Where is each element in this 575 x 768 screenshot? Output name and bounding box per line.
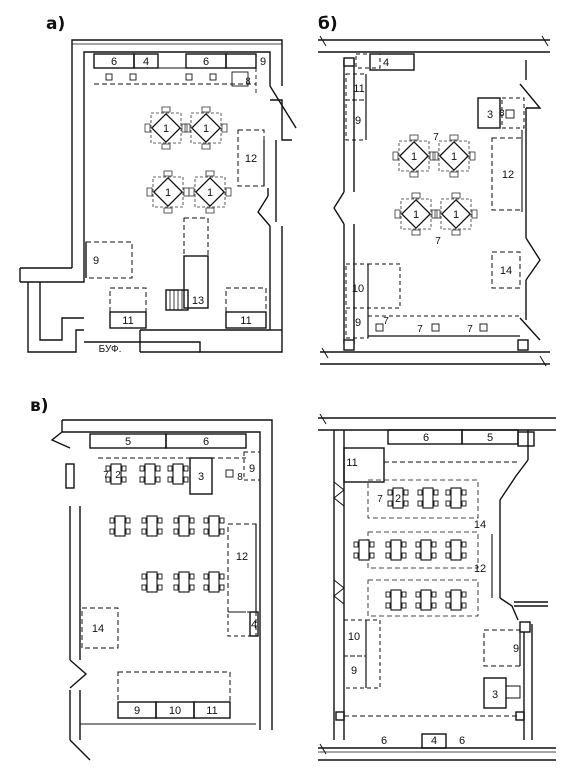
plan-a-num: 1 xyxy=(165,187,171,199)
plan-b-num: 7 xyxy=(467,324,473,335)
plan-b-num: 7 xyxy=(417,324,423,335)
plan-v-num: 10 xyxy=(169,705,181,717)
plan-b-num: 8 xyxy=(499,108,504,118)
plan-v-num: 4 xyxy=(251,619,257,631)
plan-b-num: 7 xyxy=(383,316,389,327)
plan-b-num: 9 xyxy=(355,115,361,127)
plan-b-num: 1 xyxy=(413,209,419,221)
plan-g-num: 12 xyxy=(474,563,486,575)
plan-g-tables xyxy=(353,487,467,611)
plan-a-num: 8 xyxy=(245,76,250,86)
plan-b-num: 9 xyxy=(355,317,361,329)
plan-a-num: 9 xyxy=(260,56,266,68)
plan-g-num: 9 xyxy=(513,643,519,655)
plan-v-num: 7 xyxy=(103,470,109,481)
plan-a-num: 9 xyxy=(93,255,99,267)
plan-v-num: 11 xyxy=(206,705,217,717)
plan-g-num: 9 xyxy=(351,665,357,677)
plan-g-num: 7 xyxy=(377,494,383,505)
plan-v-num: 8 xyxy=(237,472,243,483)
plan-v-num: 9 xyxy=(134,705,140,717)
plan-g-num: 2 xyxy=(395,493,401,505)
plan-b-num: 1 xyxy=(453,209,459,221)
plan-a-num: 12 xyxy=(245,153,257,165)
plan-b-num: 1 xyxy=(411,151,417,163)
plan-v-tables xyxy=(105,463,225,593)
plan-v-num: 6 xyxy=(203,436,209,448)
plan-a-num: 1 xyxy=(203,123,209,135)
plan-g-num: 4 xyxy=(431,735,437,747)
plan-g-num: 14 xyxy=(474,519,486,531)
plan-a-num: 13 xyxy=(192,295,204,307)
plan-v-num: 12 xyxy=(236,551,248,563)
plan-v xyxy=(50,419,273,761)
plan-b-num: 7 xyxy=(433,132,439,143)
plan-b-num: 4 xyxy=(383,57,389,69)
plan-a-num: 11 xyxy=(122,315,133,327)
plan-a-num: 11 xyxy=(240,315,251,327)
plan-g-num: 5 xyxy=(487,432,493,444)
plan-b-num: 1 xyxy=(451,151,457,163)
plan-b-num: 14 xyxy=(500,265,512,277)
plan-a-num: 6 xyxy=(111,56,117,68)
panel-label-v: в) xyxy=(30,396,49,416)
plan-v-num: 9 xyxy=(249,463,255,475)
plan-v-num: 14 xyxy=(92,623,104,635)
plan-g xyxy=(318,413,556,761)
plan-g-num: 6 xyxy=(423,432,429,444)
plan-v-num: 5 xyxy=(125,436,131,448)
plan-a-num: 4 xyxy=(143,56,149,68)
plan-b-num: 7 xyxy=(435,236,441,247)
plan-b-num: 3 xyxy=(487,109,493,121)
plan-a-num: 1 xyxy=(163,123,169,135)
panel-label-a: а) xyxy=(46,14,66,34)
plan-v-num: 2 xyxy=(115,470,121,481)
plan-b xyxy=(318,35,550,367)
plan-b-num: 12 xyxy=(502,169,514,181)
plan-a-num: 6 xyxy=(203,56,209,68)
plan-g-num: 6 xyxy=(381,735,387,747)
plan-g-num: 10 xyxy=(348,631,360,643)
plan-v-num: 3 xyxy=(198,471,204,483)
plan-g-num: 3 xyxy=(492,689,498,701)
plan-b-num: 11 xyxy=(353,83,364,95)
buffet-label: БУФ. xyxy=(99,344,122,355)
plan-a-num: 1 xyxy=(207,187,213,199)
plan-g-num: 11 xyxy=(346,457,357,469)
plan-b-num: 10 xyxy=(352,283,364,295)
plan-a xyxy=(19,39,297,353)
panel-label-b: б) xyxy=(318,14,338,34)
plan-g-num: 6 xyxy=(459,735,465,747)
